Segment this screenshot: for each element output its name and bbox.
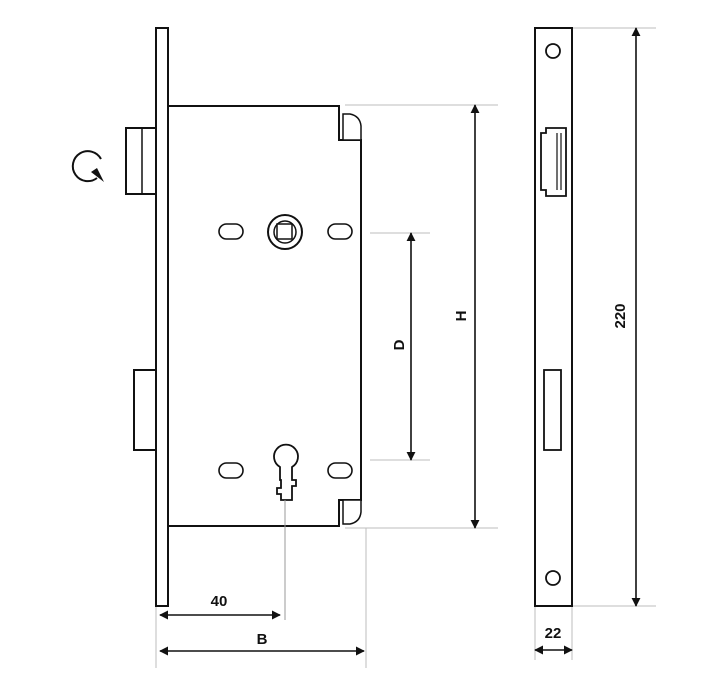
mounting-slot xyxy=(218,462,244,479)
keyhole xyxy=(273,443,299,501)
dimension-label-22: 22 xyxy=(545,625,562,642)
faceplate-front xyxy=(155,27,169,607)
screw-hole-bottom xyxy=(545,570,561,586)
deadbolt xyxy=(133,369,157,451)
dimension-label-40: 40 xyxy=(211,593,228,610)
dimension-label-D: D xyxy=(391,339,408,350)
faceplate-side xyxy=(534,27,573,607)
dimension-label-B: B xyxy=(257,631,268,648)
case-corner-bottom xyxy=(342,499,362,525)
mounting-slot xyxy=(327,223,353,240)
latch-bolt xyxy=(125,127,157,195)
mounting-slot xyxy=(327,462,353,479)
mounting-slot xyxy=(218,223,244,240)
case-corner-top xyxy=(342,113,362,141)
dimension-lines xyxy=(159,27,641,656)
screw-hole-top xyxy=(545,43,561,59)
dimension-label-220: 220 xyxy=(612,303,629,328)
deadbolt-opening xyxy=(543,369,562,451)
latch-profile xyxy=(540,127,567,197)
rotation-arrow-icon xyxy=(71,150,104,183)
spindle-square xyxy=(276,223,293,240)
dimension-label-H: H xyxy=(453,311,470,322)
